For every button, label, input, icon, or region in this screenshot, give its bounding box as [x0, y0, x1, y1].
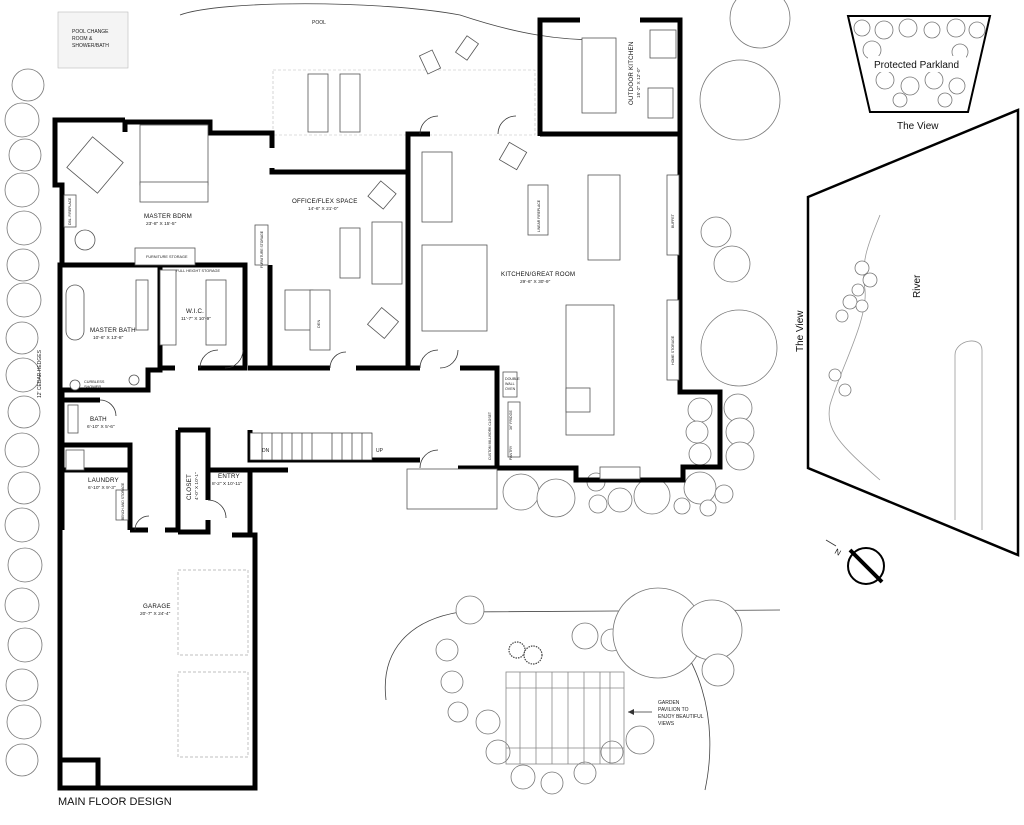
label-pantry: PANTRY: [509, 445, 513, 460]
fixtures: [63, 29, 680, 758]
label-oven-3: OVEN: [505, 387, 516, 391]
room-bath-dim: 6'-10" X 5'-6": [87, 424, 115, 430]
north-compass: [825, 539, 885, 585]
label-furniture-storage: FURNITURE STORAGE: [146, 255, 188, 259]
label-custom-millwork-closet: CUSTOM MILLWORK CLOSET: [488, 412, 492, 460]
room-office: OFFICE/FLEX SPACE: [292, 198, 358, 205]
room-entry-dim: 8'-2" X 10'-11": [212, 481, 242, 487]
doors: [99, 115, 517, 531]
room-kitchen-dim: 29'-6" X 30'-9": [520, 279, 551, 285]
room-master-bath: MASTER BATH: [90, 327, 136, 334]
pool-change-label-3: SHOWER/BATH: [72, 43, 109, 49]
compass-letter: N: [833, 547, 843, 558]
room-garage: GARAGE: [143, 603, 171, 610]
room-outdoor-kitchen: OUTDOOR KITCHEN: [628, 41, 635, 105]
room-entry: ENTRY: [218, 473, 240, 480]
pavilion-label-1: GARDEN: [658, 700, 680, 706]
room-garage-dim: 20'-7" X 24'-4": [140, 611, 171, 617]
pool-change-label-2: ROOM &: [72, 36, 93, 42]
labels: POOL POOL CHANGE ROOM & SHOWER/BATH 12' …: [37, 20, 959, 808]
label-dn: DN: [262, 448, 270, 454]
label-furniture-storage-v: FURNITURE STORAGE: [260, 230, 264, 268]
title: MAIN FLOOR DESIGN: [58, 796, 172, 808]
label-curbless-1: CURBLESS: [84, 380, 105, 384]
room-kitchen: KITCHEN/GREAT ROOM: [501, 271, 575, 278]
label-home-storage: HOME STORAGE: [671, 335, 675, 365]
label-oven-1: DOUBLE: [505, 377, 520, 381]
room-master-bath-dim: 10'-6" X 13'-8": [93, 335, 124, 341]
room-outdoor-kitchen-dim: 15'-2" X 12'-0": [636, 67, 642, 98]
pool-label: POOL: [312, 20, 326, 26]
room-laundry-dim: 6'-10" X 9'-3": [88, 485, 116, 491]
label-protected-parkland: Protected Parkland: [874, 60, 959, 71]
room-wic-dim: 11'-7" X 10'-9": [181, 316, 211, 322]
site-landscape: [4, 0, 791, 795]
pavilion-label-3: ENJOY BEAUTIFUL: [658, 714, 704, 720]
room-closet: CLOSET: [186, 474, 193, 500]
label-river: River: [912, 274, 923, 298]
label-den: DEN: [316, 319, 321, 328]
label-curbless-2: SHOWER: [84, 385, 101, 389]
label-up: UP: [376, 448, 384, 454]
room-wic: W.I.C.: [186, 308, 204, 315]
view-panel: [806, 15, 1020, 585]
label-bench-storage: BENCH AND STORAGE: [121, 482, 125, 520]
label-full-height-storage: FULL HEIGHT STORAGE: [176, 269, 220, 273]
room-laundry: LAUNDRY: [88, 477, 119, 484]
pavilion-label-2: PAVILION TO: [658, 707, 689, 713]
room-master-bdrm-dim: 23'-8" X 15'-5": [146, 221, 177, 227]
room-bath: BATH: [90, 416, 107, 423]
pavilion-label-4: VIEWS: [658, 721, 675, 727]
hedges-label: 12' CEDAR HEDGES: [37, 349, 43, 398]
label-linear-fireplace: LINEAR FIREPLACE: [537, 199, 541, 232]
label-oven-2: WALL: [505, 382, 515, 386]
room-office-dim: 14'-6" X 21'-0": [308, 206, 339, 212]
label-fridge: 36" FRIDGE: [509, 410, 513, 430]
label-the-view-side: The View: [795, 310, 806, 352]
label-fireplace: DBL. FIREPLACE: [68, 197, 72, 225]
room-closet-dim: 4'-0" X 10'-1": [194, 472, 200, 500]
label-the-view-top: The View: [897, 121, 939, 132]
label-buffet: BUFFET: [671, 213, 675, 228]
room-master-bdrm: MASTER BDRM: [144, 213, 192, 220]
pool-change-label-1: POOL CHANGE: [72, 29, 109, 35]
